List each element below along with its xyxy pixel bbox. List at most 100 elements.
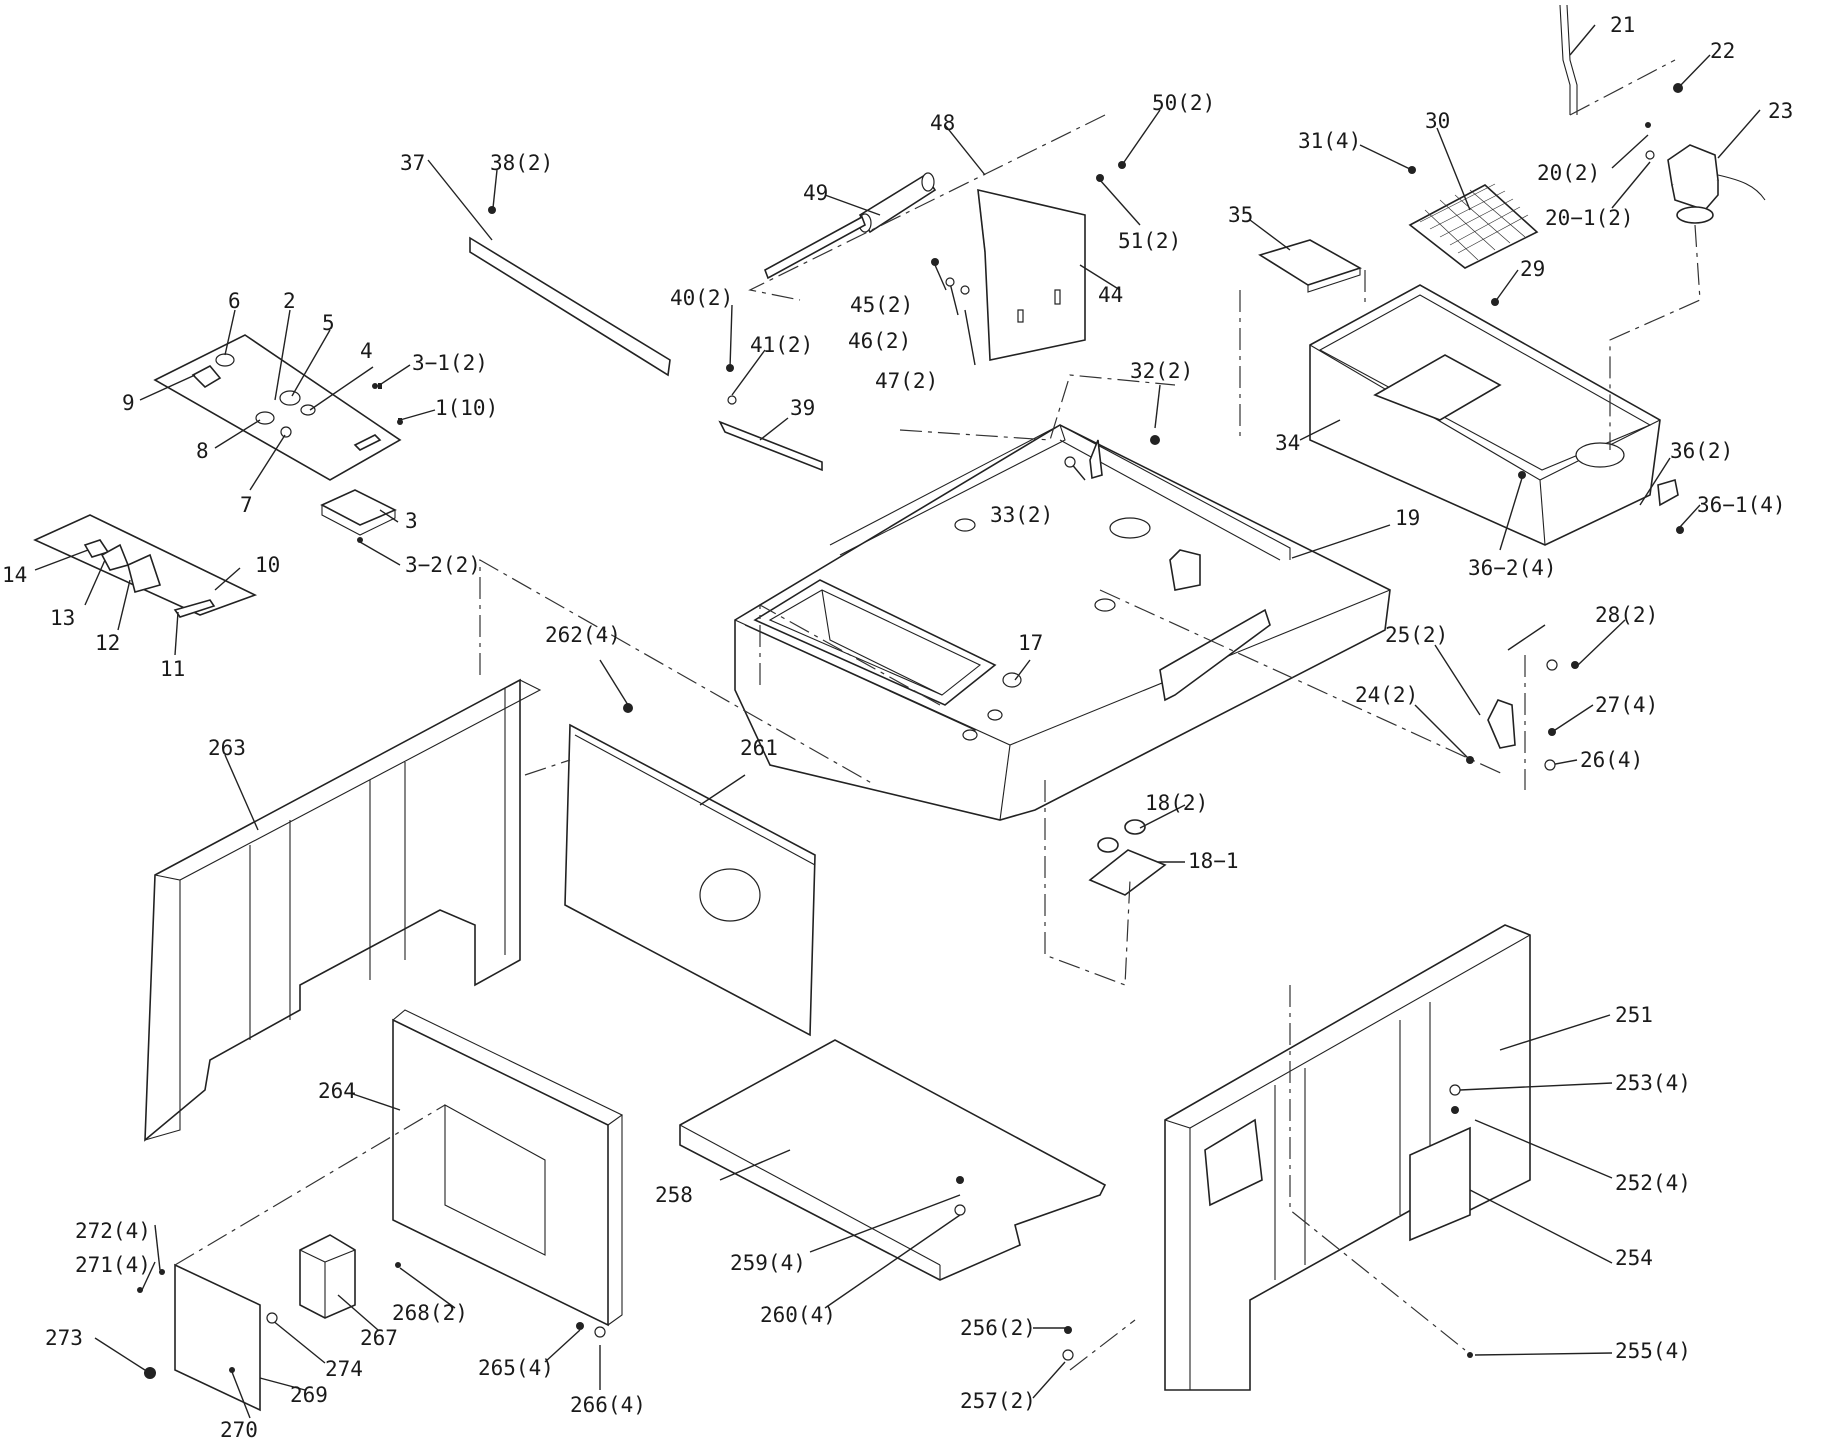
callout-labels: 21 22 23 20(2) 20−1(2) 31(4) 30 35 29 34… bbox=[2, 13, 1793, 1440]
part-2-control-panel bbox=[153, 334, 402, 481]
label-252-4: 252(4) bbox=[1615, 1171, 1691, 1195]
label-251: 251 bbox=[1615, 1003, 1653, 1027]
label-12: 12 bbox=[95, 631, 120, 655]
label-267: 267 bbox=[360, 1326, 398, 1350]
assembly-lines bbox=[174, 59, 1701, 1371]
label-14: 14 bbox=[2, 563, 27, 587]
part-30-screen bbox=[1408, 183, 1539, 269]
part-23-pump bbox=[1667, 144, 1766, 224]
label-263: 263 bbox=[208, 736, 246, 760]
label-18-2: 18(2) bbox=[1145, 791, 1208, 815]
part-18-1-plate bbox=[1088, 819, 1167, 896]
label-35: 35 bbox=[1228, 203, 1253, 227]
part-261-back-panel bbox=[564, 723, 816, 1037]
label-37: 37 bbox=[400, 151, 425, 175]
label-25-2: 25(2) bbox=[1385, 623, 1448, 647]
label-28-2: 28(2) bbox=[1595, 603, 1658, 627]
label-9: 9 bbox=[122, 391, 135, 415]
label-30: 30 bbox=[1425, 109, 1450, 133]
part-19-base bbox=[734, 424, 1391, 821]
label-51-2: 51(2) bbox=[1118, 229, 1181, 253]
part-258-floor-plate bbox=[679, 1039, 1107, 1281]
label-10: 10 bbox=[255, 553, 280, 577]
part-269-small-panel bbox=[174, 1263, 261, 1412]
label-261: 261 bbox=[740, 736, 778, 760]
part-37-guard bbox=[469, 236, 671, 377]
label-47-2: 47(2) bbox=[875, 369, 938, 393]
part-251-side-frame bbox=[1164, 924, 1531, 1391]
part-48-roller bbox=[858, 172, 937, 234]
label-270: 270 bbox=[220, 1418, 258, 1440]
label-264: 264 bbox=[318, 1079, 356, 1103]
label-20-2: 20(2) bbox=[1537, 161, 1600, 185]
label-255-4: 255(4) bbox=[1615, 1339, 1691, 1363]
label-36-2: 36(2) bbox=[1670, 439, 1733, 463]
label-23: 23 bbox=[1768, 99, 1793, 123]
label-20-1-2: 20−1(2) bbox=[1545, 206, 1634, 230]
label-3-2-2: 3−2(2) bbox=[405, 553, 481, 577]
label-19: 19 bbox=[1395, 506, 1420, 530]
part-34-coolant-tray bbox=[1309, 284, 1661, 546]
label-26-4: 26(4) bbox=[1580, 748, 1643, 772]
label-268-2: 268(2) bbox=[392, 1301, 468, 1325]
label-265-4: 265(4) bbox=[478, 1356, 554, 1380]
label-271-4: 271(4) bbox=[75, 1253, 151, 1277]
label-50-2: 50(2) bbox=[1152, 91, 1215, 115]
label-269: 269 bbox=[290, 1383, 328, 1407]
label-256-2: 256(2) bbox=[960, 1316, 1036, 1340]
part-35-plate bbox=[1258, 239, 1362, 293]
label-5: 5 bbox=[322, 311, 335, 335]
label-29: 29 bbox=[1520, 257, 1545, 281]
label-22: 22 bbox=[1710, 39, 1735, 63]
label-254: 254 bbox=[1615, 1246, 1653, 1270]
label-13: 13 bbox=[50, 606, 75, 630]
leader-lines bbox=[34, 24, 1761, 1419]
label-2: 2 bbox=[283, 289, 296, 313]
label-259-4: 259(4) bbox=[730, 1251, 806, 1275]
part-44-plate bbox=[977, 188, 1086, 361]
label-253-4: 253(4) bbox=[1615, 1071, 1691, 1095]
label-32-2: 32(2) bbox=[1130, 359, 1193, 383]
label-262-4: 262(4) bbox=[545, 623, 621, 647]
label-18-1: 18−1 bbox=[1188, 849, 1239, 873]
label-39: 39 bbox=[790, 396, 815, 420]
label-3-1-2: 3−1(2) bbox=[412, 351, 488, 375]
label-46-2: 46(2) bbox=[848, 329, 911, 353]
label-6: 6 bbox=[228, 289, 241, 313]
label-7: 7 bbox=[240, 493, 253, 517]
part-10-electrical-board bbox=[33, 514, 258, 618]
hardware bbox=[137, 83, 1684, 1379]
part-263-rear-frame bbox=[144, 678, 542, 1142]
label-44: 44 bbox=[1098, 283, 1123, 307]
label-8: 8 bbox=[196, 439, 209, 463]
label-17: 17 bbox=[1018, 631, 1043, 655]
label-33-2: 33(2) bbox=[990, 503, 1053, 527]
label-272-4: 272(4) bbox=[75, 1219, 151, 1243]
label-266-4: 266(4) bbox=[570, 1393, 646, 1417]
label-3: 3 bbox=[405, 509, 418, 533]
label-11: 11 bbox=[160, 657, 185, 681]
label-41-2: 41(2) bbox=[750, 333, 813, 357]
part-3-bracket bbox=[320, 489, 397, 536]
label-36-2-4: 36−2(4) bbox=[1468, 556, 1557, 580]
part-39-bar bbox=[718, 420, 823, 472]
label-273: 273 bbox=[45, 1326, 83, 1350]
label-21: 21 bbox=[1610, 13, 1635, 37]
label-48: 48 bbox=[930, 111, 955, 135]
label-258: 258 bbox=[655, 1183, 693, 1207]
label-274: 274 bbox=[325, 1357, 363, 1381]
label-24-2: 24(2) bbox=[1355, 683, 1418, 707]
label-38-2: 38(2) bbox=[490, 151, 553, 175]
label-4: 4 bbox=[360, 339, 373, 363]
label-45-2: 45(2) bbox=[850, 293, 913, 317]
label-27-4: 27(4) bbox=[1595, 693, 1658, 717]
part-21-wire bbox=[1559, 4, 1578, 115]
part-49-rod bbox=[764, 215, 866, 280]
part-254-cover bbox=[1409, 1126, 1471, 1242]
label-36-1-4: 36−1(4) bbox=[1697, 493, 1786, 517]
label-1-10: 1(10) bbox=[435, 396, 498, 420]
label-257-2: 257(2) bbox=[960, 1389, 1036, 1413]
label-260-4: 260(4) bbox=[760, 1303, 836, 1327]
parts-drawing bbox=[33, 4, 1766, 1412]
